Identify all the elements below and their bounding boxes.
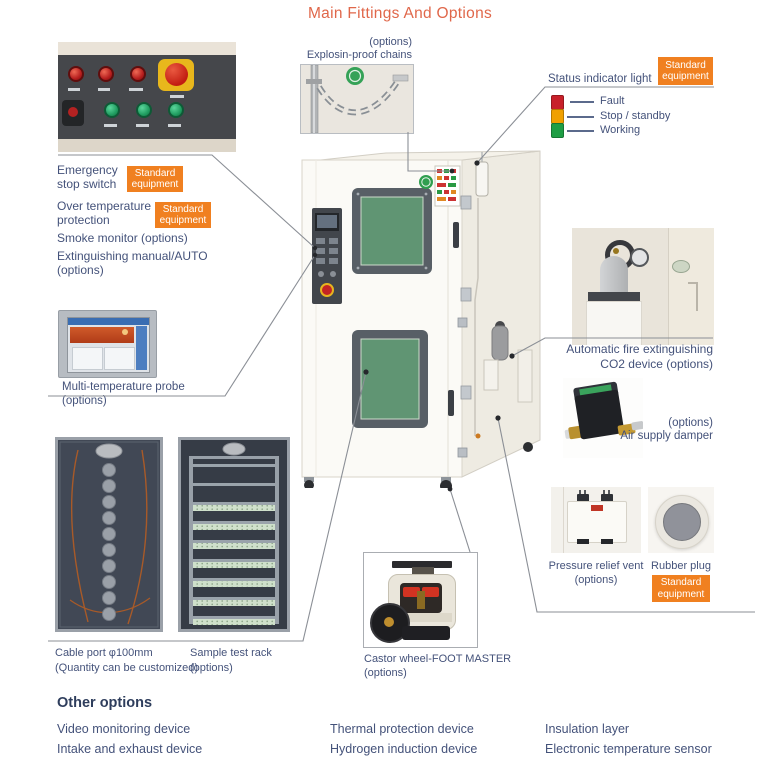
pin	[579, 490, 581, 494]
callout-over-temperature: Over temperature protection	[57, 199, 152, 227]
screen-pane	[104, 347, 135, 370]
other-option-item: Electronic temperature sensor	[545, 742, 712, 756]
touchscreen	[67, 317, 150, 373]
panel-label-mark	[68, 88, 80, 91]
pin	[603, 490, 605, 494]
panel-label-mark	[136, 124, 149, 127]
legend-dash-working	[567, 130, 594, 132]
chains-art	[306, 65, 409, 133]
panel-label-mark	[98, 88, 110, 91]
cable-port-photo	[55, 437, 163, 632]
other-option-item: Video monitoring device	[57, 722, 191, 736]
screen-pane	[72, 347, 103, 370]
selector-button-center	[68, 107, 78, 117]
badge-standard-equipment: Standard equipment	[652, 575, 710, 602]
door-handle	[696, 283, 698, 311]
door-handle-top	[688, 282, 698, 284]
multi-temp-probe-photo	[58, 310, 157, 378]
callout-multi-temp-probe: Multi-temperature probe (options)	[62, 381, 185, 407]
vent-foot	[577, 539, 589, 544]
other-options-heading: Other options	[57, 695, 153, 711]
callout-status-light: Status indicator light	[548, 73, 652, 85]
legend-fault: Fault	[600, 95, 625, 107]
co2-device-photo	[572, 228, 714, 345]
badge-standard-equipment: Standard equipment	[127, 166, 183, 192]
castor-stem	[412, 567, 434, 576]
stack-light-icon	[551, 95, 564, 140]
legend-working: Working	[600, 124, 641, 136]
castor-foot-pad	[402, 626, 450, 640]
pilot-lamp-red-icon	[68, 66, 84, 82]
other-option-item: Hydrogen induction device	[330, 742, 478, 756]
callout-cable-port: Cable port φ100mm (Quantity can be custo…	[55, 647, 199, 674]
pin	[584, 490, 586, 494]
castor-hub	[384, 617, 394, 627]
screen-titlebar	[68, 318, 149, 325]
air-damper-photo	[563, 378, 643, 458]
callout-co2: Automatic fire extinguishing CO2 device …	[566, 342, 713, 371]
callout-pressure-vent: Pressure relief vent (options)	[548, 560, 644, 586]
other-option-item: Intake and exhaust device	[57, 742, 203, 756]
cable-port-art	[59, 441, 159, 628]
wall-panel	[668, 228, 714, 345]
badge-standard-equipment: Standard equipment	[658, 57, 713, 85]
legend-dash-standby	[567, 116, 594, 118]
control-panel-photo	[58, 42, 236, 152]
castor-stud	[417, 591, 425, 609]
green-button-icon	[136, 102, 152, 118]
other-option-item: Insulation layer	[545, 722, 630, 736]
callout-air-damper: (options) Air supply damper	[620, 417, 713, 442]
callout-extinguishing: Extinguishing manual/AUTO (options)	[57, 249, 208, 277]
legend-dash-fault	[570, 101, 594, 103]
vent-connector	[601, 494, 613, 503]
screen-banner	[70, 327, 134, 343]
explosion-chains-photo	[300, 64, 414, 134]
badge-standard-equipment: Standard equipment	[155, 202, 211, 228]
pressure-gauge-icon	[630, 248, 649, 267]
pilot-lamp-red-icon	[130, 66, 146, 82]
castor-plate	[392, 561, 452, 568]
sample-rack-art	[189, 442, 279, 625]
castor-photo	[363, 552, 478, 648]
pilot-lamp-red-icon	[98, 66, 114, 82]
other-option-item: Thermal protection device	[330, 722, 474, 736]
castor-red-part	[422, 587, 439, 597]
rubber-plug-photo	[648, 487, 714, 553]
sample-rack-photo	[178, 437, 290, 632]
pressure-vent-photo	[551, 487, 641, 553]
screen-sun-dot	[122, 329, 128, 335]
callout-smoke-monitor: Smoke monitor (options)	[57, 231, 188, 245]
cylinder-valve-brass	[613, 248, 619, 254]
vent-connector	[577, 494, 589, 503]
box-opening	[588, 292, 640, 302]
oval-sticker	[672, 260, 690, 273]
castor-red-part	[403, 587, 420, 597]
screen-sidebar	[136, 326, 147, 370]
test-chamber-photo	[301, 150, 541, 488]
castor-band	[390, 613, 452, 622]
legend-standby: Stop / standby	[600, 110, 671, 122]
vent-foot	[601, 539, 613, 544]
green-button-icon	[104, 102, 120, 118]
page-title: Main Fittings And Options	[307, 5, 493, 22]
emergency-stop-knob-icon	[165, 63, 188, 86]
panel-label-mark	[104, 124, 117, 127]
panel-label-mark	[170, 95, 184, 98]
wall-seam	[563, 487, 564, 553]
vent-label	[591, 505, 603, 511]
plug-disc	[663, 503, 701, 541]
callout-explosion-chains: (options) Explosin-proof chains	[306, 36, 412, 61]
callout-rubber-plug: Rubber plug	[651, 560, 711, 572]
panel-bottom-trim	[58, 139, 236, 152]
panel-label-mark	[129, 88, 143, 91]
callout-castor: Castor wheel-FOOT MASTER (options)	[364, 653, 512, 679]
callout-sample-rack: Sample test rack (options)	[190, 647, 272, 674]
green-button-icon	[168, 102, 184, 118]
pin	[608, 490, 610, 494]
callout-emergency-stop: Emergency stop switch	[57, 163, 118, 191]
panel-label-mark	[168, 124, 181, 127]
